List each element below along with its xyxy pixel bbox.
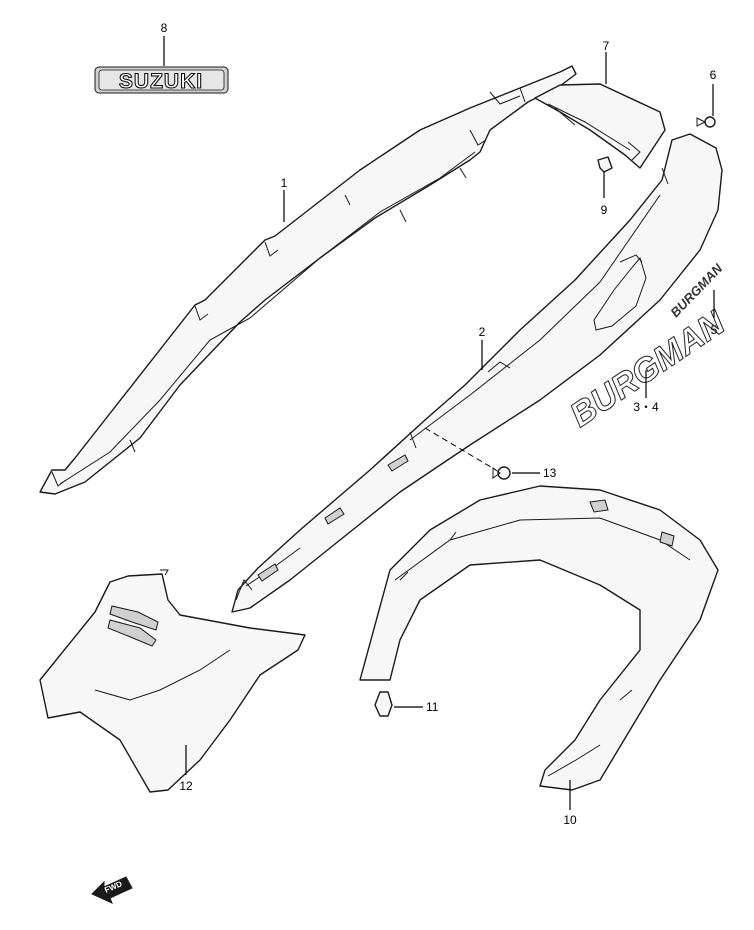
assembly-line-13 (424, 427, 497, 471)
callout-11: 11 (426, 700, 439, 714)
part-6-screw[interactable] (696, 116, 716, 128)
part-2-side-cover[interactable] (231, 133, 723, 613)
callout-13: 13 (543, 466, 557, 480)
part-1-frame-rail[interactable] (39, 65, 577, 495)
leader-lines (163, 36, 715, 810)
fwd-arrow-icon: FWD (91, 876, 133, 904)
part-7-rear-cover[interactable] (534, 83, 666, 169)
part-9-clip[interactable] (597, 156, 613, 173)
callout-6: 6 (710, 68, 717, 82)
part-8-suzuki-emblem[interactable]: SUZUKI (94, 66, 229, 94)
callout-2: 2 (479, 325, 486, 339)
callout-5: 5 (711, 323, 718, 337)
part-12-lower-cover[interactable] (39, 569, 306, 793)
part-13-screw[interactable] (492, 466, 511, 480)
callout-8: 8 (161, 21, 168, 35)
part-10-rear-lower-cover[interactable] (359, 485, 719, 791)
callout-9: 9 (601, 203, 608, 217)
emblem-text: SUZUKI (119, 70, 203, 93)
callout-3-4: 3・4 (633, 400, 659, 414)
part-11-clip[interactable] (374, 691, 393, 717)
callout-12: 12 (179, 779, 193, 793)
callout-10: 10 (563, 813, 577, 827)
callout-7: 7 (603, 39, 610, 53)
callout-1: 1 (281, 176, 288, 190)
